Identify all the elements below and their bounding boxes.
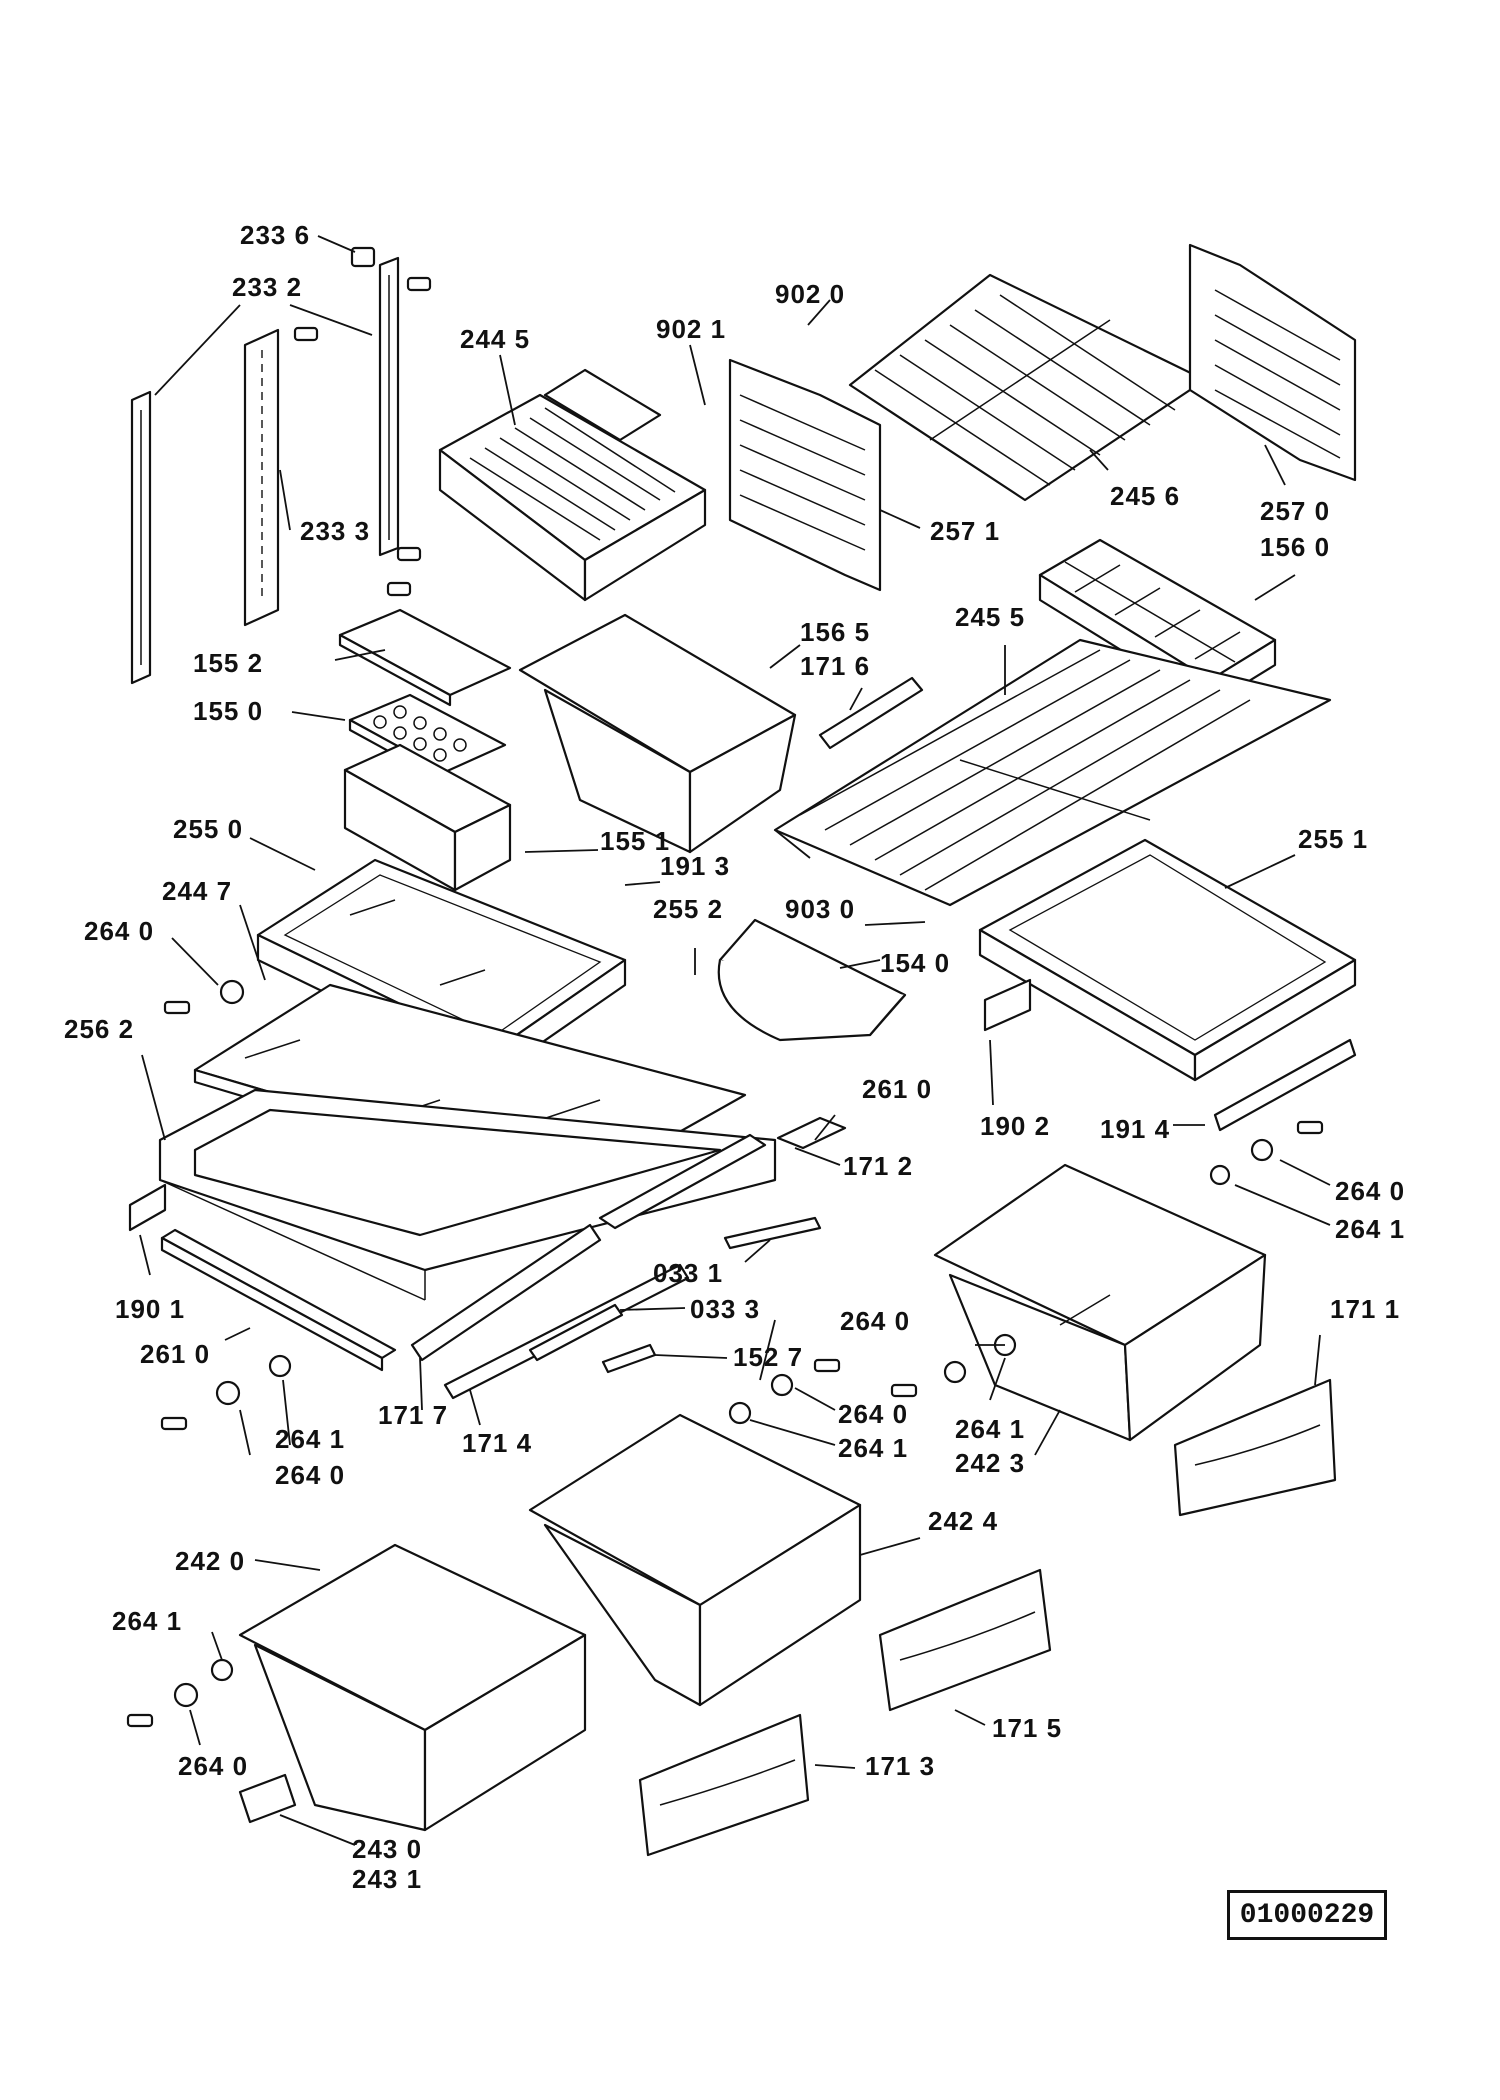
pan-1565 bbox=[518, 613, 797, 854]
drawer-front-1715 bbox=[878, 1568, 1052, 1712]
callout-154-0: 154 0 bbox=[880, 948, 950, 978]
callout-155-1: 155 1 bbox=[600, 826, 670, 856]
front-rail-1901 bbox=[128, 1183, 167, 1232]
drawer-front-1713 bbox=[638, 1713, 810, 1857]
wire-basket-2445 bbox=[438, 368, 707, 602]
callout-171-4: 171 4 bbox=[462, 1428, 532, 1458]
callout-257-1: 257 1 bbox=[930, 516, 1000, 546]
callout-171-3: 171 3 bbox=[865, 1751, 935, 1781]
callout-156-5: 156 5 bbox=[800, 617, 870, 647]
crisper-drawer-2424 bbox=[528, 1413, 862, 1707]
screws-rails bbox=[293, 276, 432, 597]
callout-191-4: 191 4 bbox=[1100, 1114, 1170, 1144]
crisper-drawer-2420 bbox=[238, 1543, 587, 1832]
wire-shelf-2456 bbox=[848, 273, 1207, 502]
callout-242-3: 242 3 bbox=[955, 1448, 1025, 1478]
callout-903-0: 903 0 bbox=[785, 894, 855, 924]
slide-1717 bbox=[410, 1223, 602, 1362]
callout-255-0: 255 0 bbox=[173, 814, 243, 844]
callout-190-2: 190 2 bbox=[980, 1111, 1050, 1141]
rail-1902 bbox=[983, 978, 1032, 1032]
bin-1551 bbox=[343, 743, 512, 892]
callout-264-0-a: 264 0 bbox=[84, 916, 154, 946]
callout-264-0-f: 264 0 bbox=[178, 1751, 248, 1781]
callout-255-1: 255 1 bbox=[1298, 824, 1368, 854]
mullion-1540 bbox=[717, 918, 907, 1042]
callout-255-2: 255 2 bbox=[653, 894, 723, 924]
callout-264-0-c: 264 0 bbox=[840, 1306, 910, 1336]
wire-shelf-2455 bbox=[773, 638, 1332, 907]
rail-cap-2336 bbox=[350, 246, 376, 268]
callout-242-0: 242 0 bbox=[175, 1546, 245, 1576]
callout-902-1: 902 1 bbox=[656, 314, 726, 344]
callout-233-6: 233 6 bbox=[240, 220, 310, 250]
callout-244-7: 244 7 bbox=[162, 876, 232, 906]
slide-0333 bbox=[528, 1303, 624, 1362]
callout-256-2: 256 2 bbox=[64, 1014, 134, 1044]
drawer-front-1711 bbox=[1173, 1378, 1337, 1517]
slide-0331 bbox=[723, 1216, 822, 1250]
callout-233-3: 233 3 bbox=[300, 516, 370, 546]
callout-264-1-a: 264 1 bbox=[1335, 1214, 1405, 1244]
callout-171-6: 171 6 bbox=[800, 651, 870, 681]
callout-171-1: 171 1 bbox=[1330, 1294, 1400, 1324]
callout-264-1-b: 264 1 bbox=[955, 1414, 1025, 1444]
divider-2430 bbox=[238, 1773, 297, 1824]
callout-243-1: 243 1 bbox=[352, 1864, 422, 1894]
shelf-rail-2332 bbox=[378, 256, 400, 557]
callout-155-2: 155 2 bbox=[193, 648, 263, 678]
shelf-rail-2333 bbox=[243, 328, 280, 627]
callout-264-0-b: 264 0 bbox=[1335, 1176, 1405, 1206]
callout-labels: 233 6 233 2 233 3 244 5 902 1 902 0 245 … bbox=[64, 220, 1405, 1894]
callout-171-7: 171 7 bbox=[378, 1400, 448, 1430]
front-rail-2610 bbox=[160, 1228, 397, 1372]
callout-156-0: 156 0 bbox=[1260, 532, 1330, 562]
callout-033-1: 033 1 bbox=[653, 1258, 723, 1288]
callout-264-0-d: 264 0 bbox=[838, 1399, 908, 1429]
callout-242-4: 242 4 bbox=[928, 1506, 998, 1536]
callout-261-0-a: 261 0 bbox=[862, 1074, 932, 1104]
callout-243-0: 243 0 bbox=[352, 1834, 422, 1864]
callout-264-1-c: 264 1 bbox=[838, 1433, 908, 1463]
callout-171-5: 171 5 bbox=[992, 1713, 1062, 1743]
callout-264-1-e: 264 1 bbox=[112, 1606, 182, 1636]
glass-shelf-2551 bbox=[978, 838, 1357, 1082]
rail-2610-right bbox=[776, 1116, 847, 1150]
callout-171-2: 171 2 bbox=[843, 1151, 913, 1181]
callout-190-1: 190 1 bbox=[115, 1294, 185, 1324]
callout-264-1-d: 264 1 bbox=[275, 1424, 345, 1454]
diagram-reference-number: 01000229 bbox=[1227, 1890, 1387, 1940]
callout-244-5: 244 5 bbox=[460, 324, 530, 354]
crisper-drawer-2423 bbox=[933, 1163, 1267, 1442]
fasteners bbox=[126, 979, 1324, 1728]
callout-902-0: 902 0 bbox=[775, 279, 845, 309]
shelf-support-2571 bbox=[728, 358, 882, 592]
callout-152-7: 152 7 bbox=[733, 1342, 803, 1372]
bracket-1527 bbox=[601, 1343, 657, 1374]
leader-lines bbox=[139, 235, 1331, 1846]
callout-155-0: 155 0 bbox=[193, 696, 263, 726]
rail-1914 bbox=[1213, 1038, 1357, 1132]
shelf-rail-left bbox=[130, 390, 152, 685]
callout-264-0-e: 264 0 bbox=[275, 1460, 345, 1490]
callout-257-0: 257 0 bbox=[1260, 496, 1330, 526]
shelf-support-2570 bbox=[1188, 243, 1357, 482]
crisper-frame-2562 bbox=[158, 1088, 777, 1301]
callout-245-5: 245 5 bbox=[955, 602, 1025, 632]
callout-033-3: 033 3 bbox=[690, 1294, 760, 1324]
callout-233-2: 233 2 bbox=[232, 272, 302, 302]
rail-1712 bbox=[598, 1133, 767, 1230]
divider-rod-1716 bbox=[818, 676, 924, 750]
callout-261-0-b: 261 0 bbox=[140, 1339, 210, 1369]
callout-191-3: 191 3 bbox=[660, 851, 730, 881]
callout-245-6: 245 6 bbox=[1110, 481, 1180, 511]
cover-1552 bbox=[338, 608, 512, 707]
